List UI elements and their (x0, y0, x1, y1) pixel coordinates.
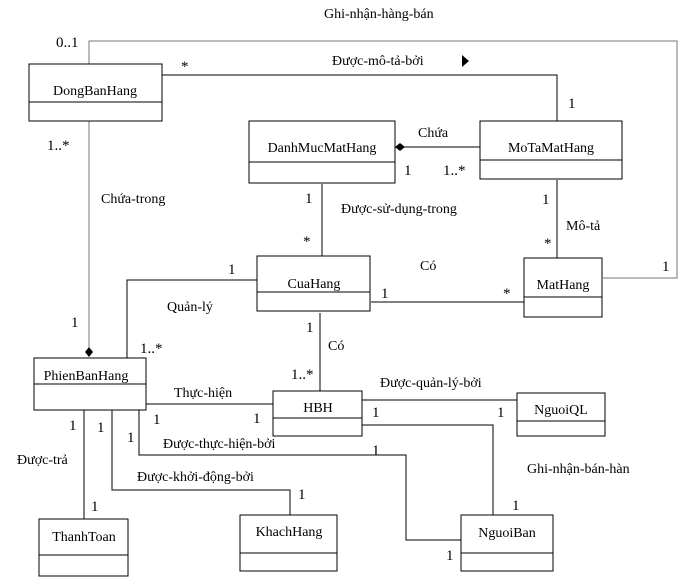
multiplicity: 1..* (140, 341, 163, 357)
assoc-ghi-nhan-hang-ban-line (88, 40, 678, 279)
assoc-label-mo-ta: Mô-tả (566, 219, 601, 234)
class-hbh[interactable] (272, 390, 363, 437)
assoc-label-duoc-tra: Được-trả (17, 453, 69, 468)
assoc-label-ghi-nhan-hang-ban: Ghi-nhận-hàng-bán (324, 7, 434, 22)
multiplicity: 1 (69, 418, 77, 434)
class-nguoiban[interactable] (460, 514, 554, 572)
assoc-quan-ly-line (126, 279, 261, 358)
multiplicity: 1 (542, 192, 550, 208)
class-name-mathang: MatHang (537, 278, 590, 293)
assoc-ghi-nhan-ban-hang-line (362, 424, 494, 515)
assoc-label-chua: Chứa (418, 126, 449, 141)
assoc-label-duoc-su-dung-trong: Được-sử-dụng-trong (341, 202, 457, 217)
multiplicity: 1 (153, 412, 161, 428)
assoc-label-co-hbh: Có (328, 339, 344, 354)
assoc-duoc-thuc-hien-boi-line (138, 410, 461, 541)
multiplicity: 1 (446, 548, 454, 564)
class-phienbanhang[interactable] (33, 357, 147, 411)
multiplicity: 1 (305, 191, 313, 207)
multiplicity: 1 (91, 499, 99, 515)
class-name-phienbanhang: PhienBanHang (44, 369, 129, 384)
multiplicity: 1 (381, 286, 389, 302)
multiplicity: 0..1 (56, 35, 79, 51)
multiplicity: 1..* (443, 163, 466, 179)
multiplicity: 1 (253, 411, 261, 427)
multiplicity: 1 (372, 405, 380, 421)
multiplicity: 1 (662, 259, 670, 275)
assoc-label-chua-trong: Chứa-trong (101, 192, 165, 207)
multiplicity: 1 (127, 430, 135, 446)
class-name-khachhang: KhachHang (256, 525, 323, 540)
composition-diamond-icon (85, 347, 93, 357)
assoc-label-thuc-hien: Thực-hiện (174, 386, 232, 401)
multiplicity: * (544, 236, 552, 252)
multiplicity: 1 (497, 405, 505, 421)
class-name-dongbanhang: DongBanHang (53, 84, 137, 99)
class-name-hbh: HBH (303, 401, 333, 416)
class-danhmucmathang[interactable] (248, 120, 396, 184)
assoc-label-duoc-mo-ta-boi: Được-mô-tả-bởi (332, 54, 424, 69)
class-name-nguoiban: NguoiBan (478, 526, 536, 541)
multiplicity: 1 (372, 443, 380, 459)
multiplicity: 1 (404, 163, 412, 179)
class-name-motamathang: MoTaMatHang (508, 141, 594, 156)
class-thanhtoan[interactable] (38, 518, 129, 577)
multiplicity: 1 (298, 487, 306, 503)
multiplicity: 1 (512, 498, 520, 514)
direction-triangle-icon (462, 55, 469, 67)
class-cuahang[interactable] (256, 255, 371, 312)
multiplicity: * (303, 234, 311, 250)
multiplicity: 1 (97, 420, 105, 436)
assoc-label-ghi-nhan-ban-hang: Ghi-nhận-bán-hàn (527, 462, 630, 477)
multiplicity: 1 (568, 96, 576, 112)
assoc-label-co-mathang: Có (420, 259, 436, 274)
class-name-nguoiql: NguoiQL (534, 403, 588, 418)
multiplicity: * (503, 286, 511, 302)
assoc-label-duoc-thuc-hien-boi: Được-thực-hiện-bởi (163, 437, 276, 452)
assoc-label-duoc-quan-ly-boi: Được-quản-lý-bởi (380, 376, 482, 391)
class-name-thanhtoan: ThanhToan (52, 530, 116, 545)
multiplicity: 1..* (291, 367, 314, 383)
multiplicity: 1..* (47, 138, 70, 154)
multiplicity: * (181, 59, 189, 75)
class-mathang[interactable] (523, 257, 603, 318)
multiplicity: 1 (71, 315, 79, 331)
class-name-danhmucmathang: DanhMucMatHang (268, 141, 377, 156)
assoc-label-quan-ly: Quản-lý (167, 300, 213, 315)
class-nguoiql[interactable] (516, 392, 606, 437)
composition-diamond-icon (395, 143, 405, 151)
multiplicity: 1 (228, 262, 236, 278)
class-khachhang[interactable] (239, 514, 338, 572)
assoc-label-duoc-khoi-dong-boi: Được-khởi-động-bởi (137, 470, 254, 485)
class-motamathang[interactable] (479, 120, 623, 180)
multiplicity: 1 (306, 320, 314, 336)
class-dongbanhang[interactable] (28, 63, 163, 122)
assoc-duoc-mo-ta-boi-line (162, 74, 558, 121)
assoc-duoc-khoi-dong-boi-line (111, 410, 291, 515)
class-name-cuahang: CuaHang (288, 277, 341, 292)
